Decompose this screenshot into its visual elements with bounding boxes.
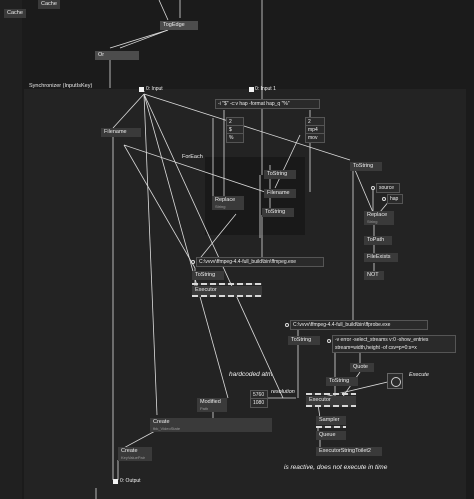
reactive-comment: is reactive, does not execute in time: [284, 464, 388, 471]
res-1080-iobox[interactable]: 1080: [250, 398, 268, 408]
input-pin-label: 0: Input: [146, 86, 163, 92]
replace-mid-sub: String: [215, 204, 226, 209]
ffprobe-args-dot[interactable]: [327, 339, 331, 343]
tostring-node-5[interactable]: ToString: [288, 336, 320, 345]
output-pin[interactable]: [113, 479, 118, 484]
ffprobe-path-dot[interactable]: [285, 323, 289, 327]
execute-circle-icon: [391, 377, 401, 387]
source-iobox[interactable]: source: [376, 183, 400, 193]
hap-iobox[interactable]: hap: [387, 194, 403, 204]
modified-label: Modified: [200, 399, 221, 405]
quote-node[interactable]: Quote: [350, 363, 374, 372]
input1-pin-label: 0: Input 1: [255, 86, 276, 92]
fileexists-node[interactable]: FileExists: [364, 253, 398, 262]
create-big-label: Create: [153, 419, 170, 425]
topath-node[interactable]: ToPath: [364, 236, 392, 245]
execute-comment: Execute: [409, 372, 429, 378]
filename-mid-node[interactable]: Filename: [264, 189, 296, 198]
modified-sub: Path: [200, 406, 209, 411]
or-node[interactable]: Or: [95, 51, 139, 60]
sampler-node[interactable]: Sampler: [316, 416, 346, 425]
hardcoded-comment: hardcoded atm: [229, 371, 273, 378]
iobox-mov[interactable]: mov: [305, 133, 325, 143]
execute-button[interactable]: [387, 373, 403, 389]
resolution-comment: resolution: [271, 389, 295, 395]
iobox-percent[interactable]: %: [226, 133, 244, 143]
ffprobe-args-line-2: stream=width,height -of csv=p=0:s=x: [335, 345, 417, 351]
executor-2-input-bar: [306, 393, 356, 395]
queue-input-bar: [316, 426, 346, 428]
create-small-label: Create: [121, 448, 138, 454]
hap-pin-dot[interactable]: [382, 197, 386, 201]
executor-string-toilet-node[interactable]: ExecutorStringToilet2: [316, 447, 382, 456]
cache-left-node[interactable]: Cache: [4, 9, 26, 18]
toggedge-node[interactable]: TogEdge: [160, 21, 198, 30]
foreach-label: ForEach: [182, 154, 203, 160]
output-pin-label: 0: Output: [120, 478, 141, 484]
ffprobe-path-iobox[interactable]: C:\vvvv\ffmpeg-4.4-full_build\bin\ffprob…: [290, 320, 428, 330]
left-column-region: [0, 0, 22, 499]
tostring-node-6[interactable]: ToString: [326, 377, 358, 386]
ffmpeg-path-dot[interactable]: [191, 260, 195, 264]
replace-mid-label: Replace: [215, 197, 236, 203]
executor-2-output-bar: [306, 405, 356, 407]
replace-right-sub: String: [367, 219, 378, 224]
executor-node-1[interactable]: Executor: [192, 286, 262, 295]
replace-right-node[interactable]: Replace String: [364, 211, 394, 225]
executor-1-input-bar: [192, 283, 262, 285]
not-node[interactable]: NOT: [364, 271, 384, 280]
cache-top-node[interactable]: Cache: [38, 0, 60, 9]
modified-node[interactable]: Modified Path: [197, 398, 227, 412]
tostring-node-3[interactable]: ToString: [350, 162, 382, 171]
ffprobe-args-iobox[interactable]: -v error -select_streams v:0 -show_entri…: [332, 335, 456, 353]
source-pin-dot[interactable]: [371, 186, 375, 190]
tostring-node-4[interactable]: ToString: [192, 271, 224, 280]
synchronizer-title: Synchronizer (InputIsKey): [29, 83, 93, 89]
create-big-sub: fbk_VideoState: [153, 426, 181, 431]
tostring-node-1[interactable]: ToString: [264, 170, 296, 179]
ffmpeg-path-iobox[interactable]: C:\vvvv\ffmpeg-4.4-full_build\bin\ffmpeg…: [196, 257, 324, 267]
queue-node[interactable]: Queue: [316, 431, 346, 440]
create-small-node[interactable]: Create KeyValuePair: [118, 447, 152, 461]
replace-right-label: Replace: [367, 212, 388, 218]
create-small-sub: KeyValuePair: [121, 455, 145, 460]
input-pin[interactable]: [139, 87, 144, 92]
ffprobe-args-line-1: -v error -select_streams v:0 -show_entri…: [335, 337, 429, 343]
tostring-node-2[interactable]: ToString: [262, 208, 294, 217]
ffmpeg-args-iobox[interactable]: -i "$" -c:v hap -format hap_q "%": [215, 99, 320, 109]
input1-pin[interactable]: [249, 87, 254, 92]
executor-1-output-bar: [192, 295, 262, 297]
executor-node-2[interactable]: Executor: [306, 396, 356, 405]
replace-mid-node[interactable]: Replace String: [212, 196, 244, 210]
filename-left-node[interactable]: Filename: [101, 128, 141, 137]
create-big-node[interactable]: Create fbk_VideoState: [150, 418, 272, 432]
